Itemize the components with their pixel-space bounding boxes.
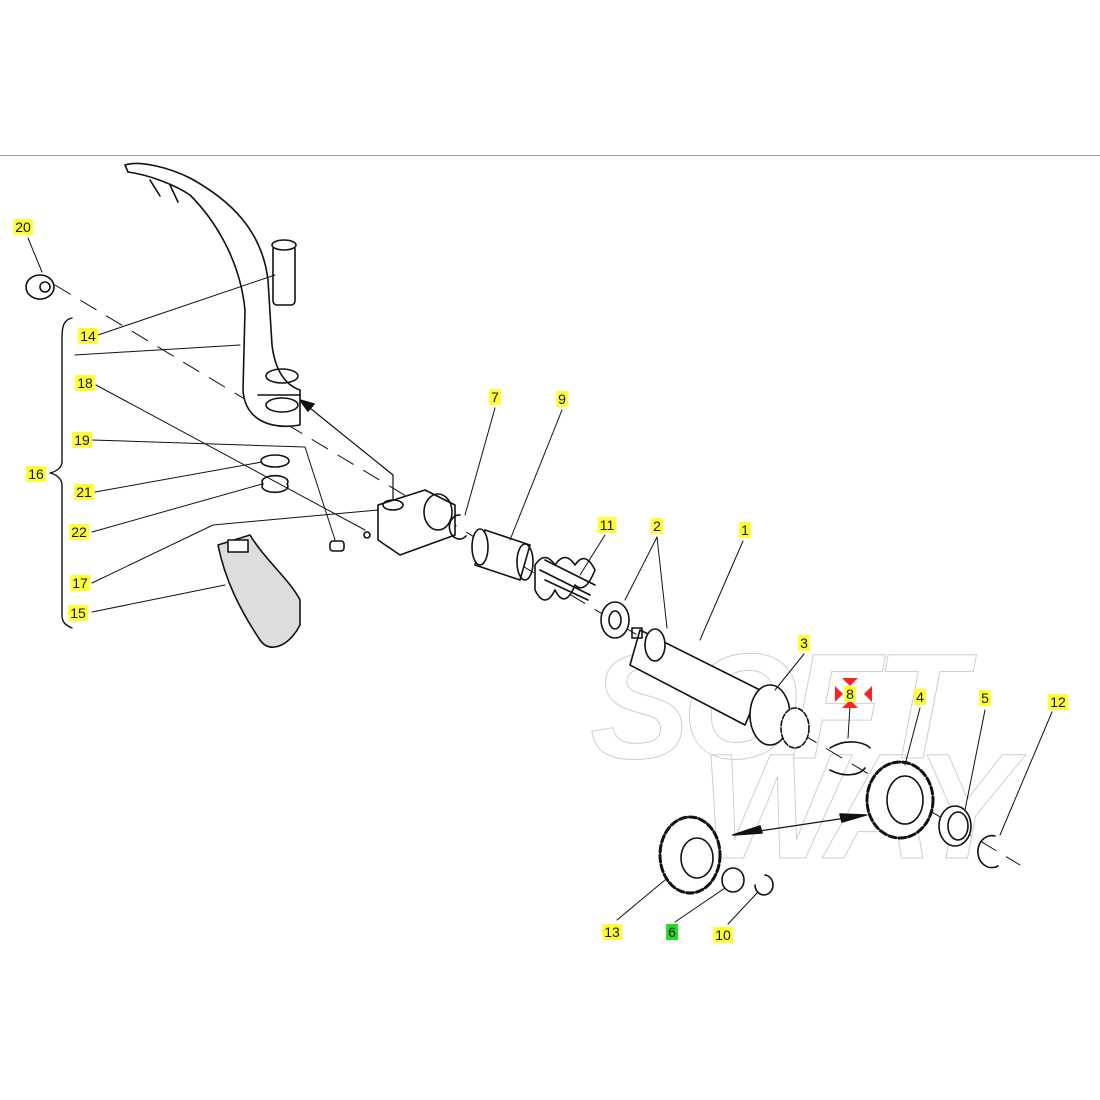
part-18-ball [363, 531, 371, 539]
part-8-clip [829, 741, 871, 776]
top-divider [0, 155, 1100, 156]
assembly-axis [54, 284, 1021, 866]
part-2-washer [600, 601, 630, 639]
callout-19[interactable]: 19 [72, 432, 92, 448]
callout-8[interactable]: 8 [844, 686, 856, 702]
callout-13[interactable]: 13 [602, 924, 622, 940]
part-19-spring [329, 540, 345, 552]
watermark-way: WAY [700, 722, 1016, 891]
callout-7[interactable]: 7 [489, 389, 501, 405]
part-3-gear [749, 684, 810, 749]
part-10-circlip [754, 874, 774, 896]
part-20-grommet [25, 274, 55, 300]
part-11-spring [534, 556, 596, 601]
callout-5[interactable]: 5 [979, 690, 991, 706]
footrest-rubber [271, 239, 297, 306]
group-bracket-16 [49, 317, 73, 629]
callout-1[interactable]: 1 [739, 522, 751, 538]
callout-14[interactable]: 14 [78, 328, 98, 344]
callout-21[interactable]: 21 [74, 484, 94, 500]
callout-15[interactable]: 15 [68, 605, 88, 621]
part-12-circlip [977, 834, 999, 869]
callout-3[interactable]: 3 [798, 635, 810, 651]
callout-10[interactable]: 10 [713, 927, 733, 943]
callout-9[interactable]: 9 [556, 391, 568, 407]
part-17-boss [377, 489, 456, 556]
part-6-washer [721, 867, 745, 893]
part-15-boot [217, 534, 301, 648]
arrow-head [299, 399, 315, 412]
part-4-gear [865, 760, 935, 840]
callout-18[interactable]: 18 [75, 375, 95, 391]
callout-4[interactable]: 4 [914, 689, 926, 705]
callout-12[interactable]: 12 [1048, 694, 1068, 710]
part-21-washer [260, 454, 290, 468]
kickstart-lever [124, 162, 301, 427]
callout-6-selected[interactable]: 6 [666, 924, 678, 940]
callout-2[interactable]: 2 [651, 518, 663, 534]
part-5-ring [938, 805, 972, 847]
part-13-gear [658, 815, 722, 895]
callout-16[interactable]: 16 [26, 466, 46, 482]
callout-17[interactable]: 17 [70, 575, 90, 591]
callout-20[interactable]: 20 [13, 219, 33, 235]
part-9-sleeve [471, 528, 534, 581]
callout-11[interactable]: 11 [597, 517, 617, 533]
callout-22[interactable]: 22 [69, 524, 89, 540]
part-1-shaft [629, 627, 761, 726]
leader-lines [27, 237, 1053, 925]
part-7-circlip [448, 514, 467, 540]
assembly-arrow [299, 399, 394, 501]
